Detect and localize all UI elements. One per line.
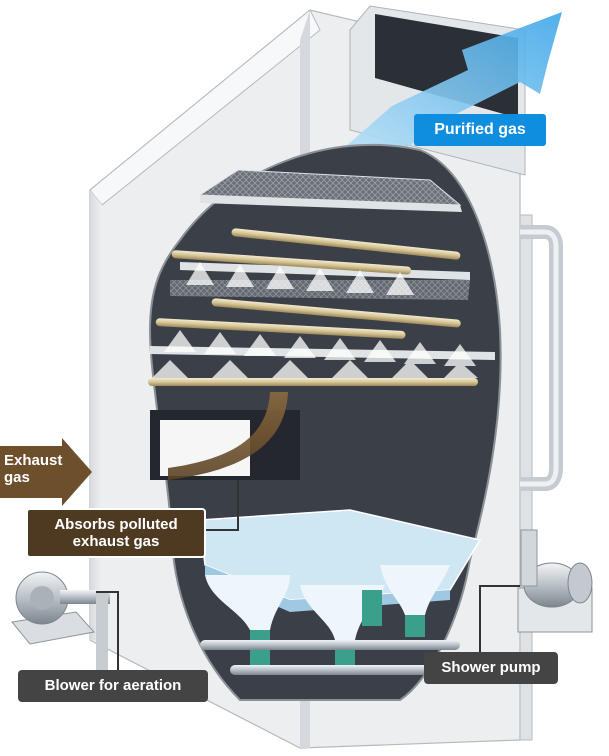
absorbs-label: Absorbs polluted exhaust gas — [26, 508, 206, 558]
shower-pump — [518, 530, 592, 632]
purified-gas-label: Purified gas — [414, 114, 546, 146]
exhaust-gas-label: Exhaust gas — [4, 452, 66, 487]
shower-pump-label: Shower pump — [424, 652, 558, 684]
blower-label: Blower for aeration — [18, 670, 208, 702]
